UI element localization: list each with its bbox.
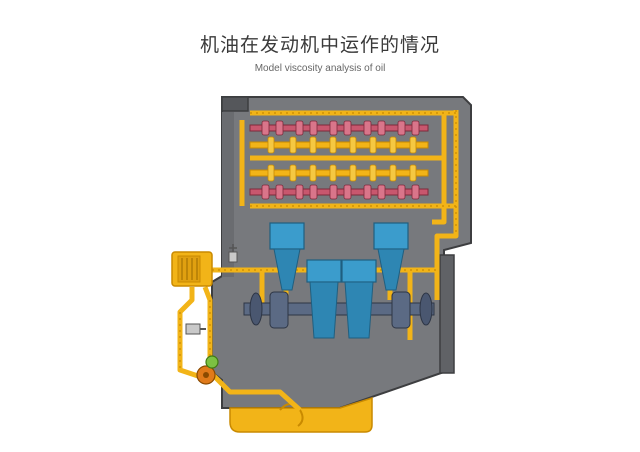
- oil-pump: [196, 355, 219, 385]
- oil-filter: [171, 251, 213, 287]
- crankshaft: [243, 291, 435, 329]
- page-subtitle: Model viscosity analysis of oil: [254, 63, 386, 74]
- piston-1: [269, 222, 305, 291]
- block-top-cap: [221, 96, 249, 112]
- camshaft-3: [249, 164, 429, 182]
- oil-pan: [229, 396, 373, 433]
- block-shading: [222, 112, 234, 277]
- piston-2: [306, 259, 342, 339]
- piston-4: [373, 222, 409, 291]
- camshaft-2: [249, 136, 429, 154]
- camshaft-1: [249, 120, 429, 136]
- bypass-valve: [185, 323, 206, 335]
- block-side-flange: [439, 254, 455, 374]
- piston-3: [341, 259, 377, 339]
- oil-pressure-sensor: [228, 244, 238, 263]
- page-title: 机油在发动机中运作的情况: [199, 34, 440, 56]
- camshaft-4: [249, 184, 429, 200]
